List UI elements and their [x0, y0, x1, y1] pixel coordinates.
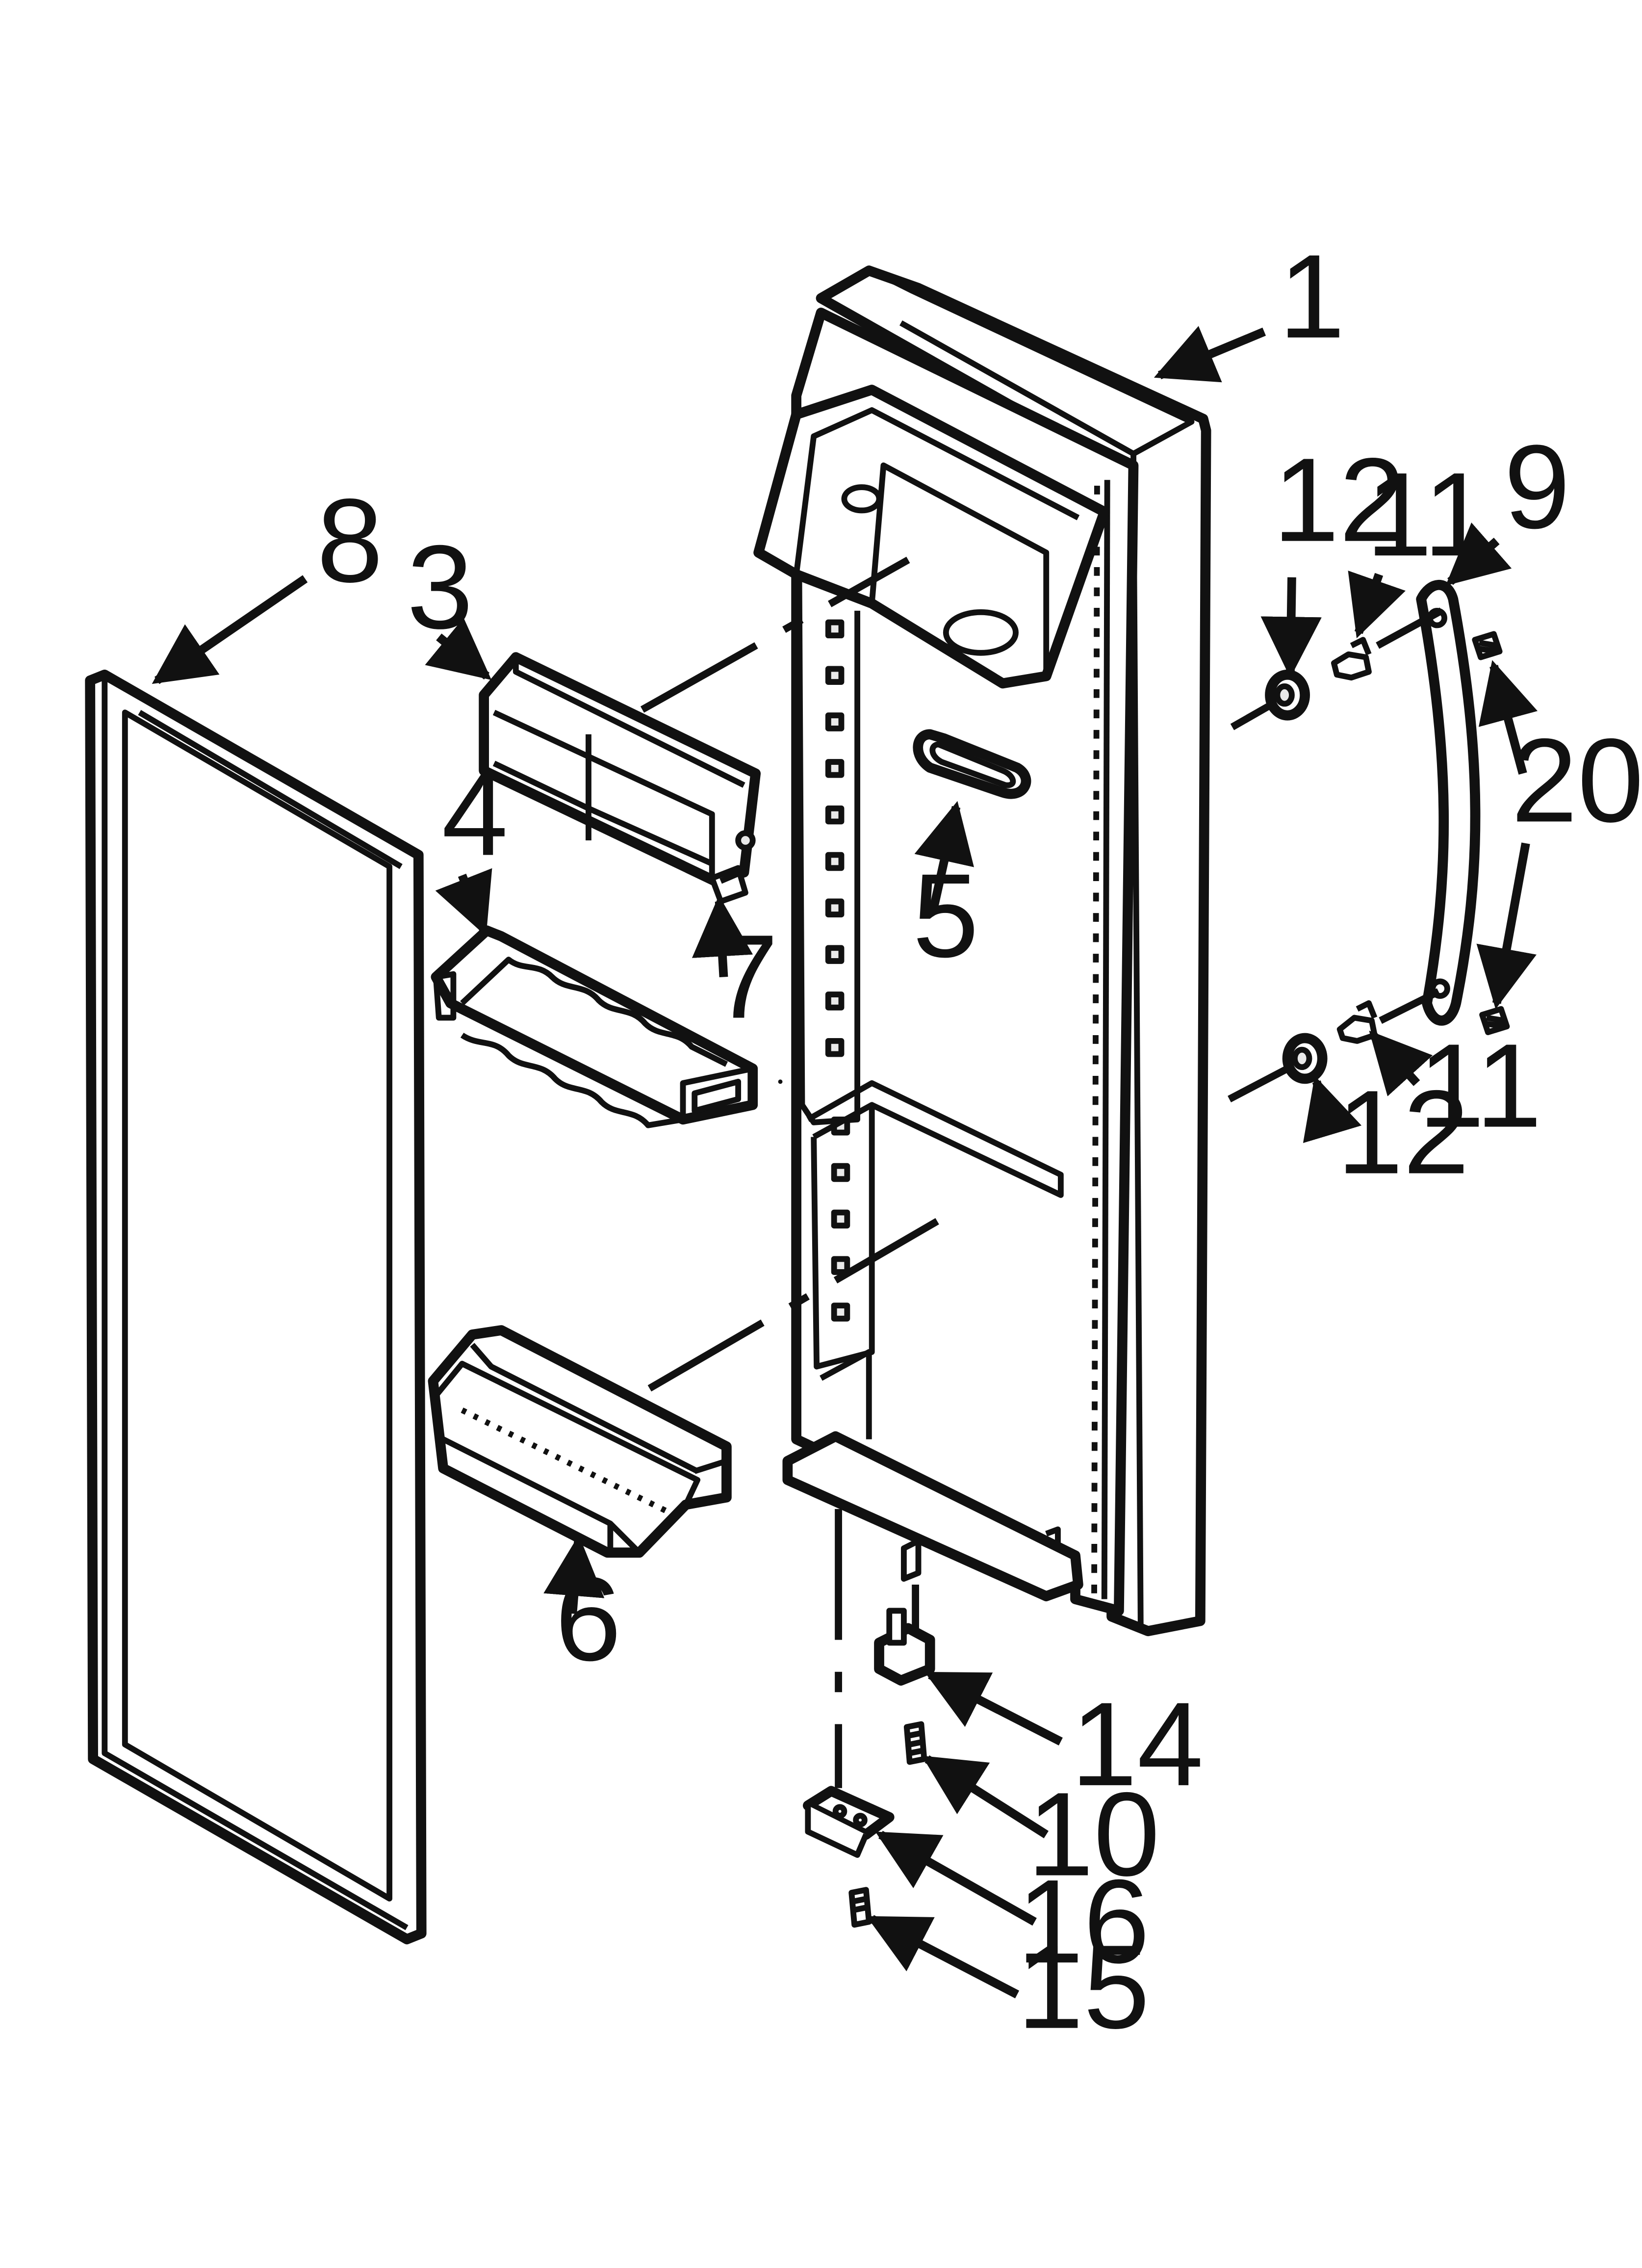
callout-7: 7 [712, 910, 778, 1043]
callout-10: 10 [1027, 1768, 1160, 1901]
callout-20: 20 [1511, 714, 1642, 847]
callout-labels: 1 3 4 5 6 7 8 9 10 11 11 12 12 14 15 16 … [317, 230, 1642, 2054]
callout-11-bottom: 11 [1418, 1019, 1542, 1152]
callout-8: 8 [317, 474, 383, 607]
door-handle [1416, 579, 1481, 1026]
callout-15: 15 [1017, 1921, 1150, 2054]
callout-11-top: 11 [1366, 448, 1489, 581]
hinge-bracket [802, 1786, 895, 1858]
door-bin [428, 1325, 732, 1558]
callout-12-bottom: 12 [1337, 1066, 1469, 1199]
door-assembly [753, 265, 1211, 1637]
callout-arrows [152, 326, 1538, 1999]
oval-badge [913, 729, 1031, 799]
callout-1: 1 [1279, 230, 1345, 363]
assembly-lines [640, 556, 1443, 1788]
door-gasket [85, 669, 427, 1945]
callout-16: 16 [1017, 1855, 1150, 1988]
callout-3: 3 [407, 521, 473, 653]
dairy-door [479, 652, 761, 886]
callout-4: 4 [442, 748, 508, 881]
set-screws [1472, 631, 1510, 1036]
hinge-screw [903, 1721, 927, 1765]
lower-hinge-pin [874, 1608, 935, 1686]
callout-9: 9 [1504, 420, 1570, 553]
shelf-studs [825, 619, 850, 1322]
handle-screws [1331, 637, 1378, 1044]
bracket-screw [848, 1887, 872, 1928]
callout-14: 14 [1071, 1678, 1204, 1811]
handle-spacers [1265, 669, 1328, 1084]
callout-12-top: 12 [1273, 434, 1405, 567]
egg-tray [431, 925, 758, 1128]
callout-6: 6 [555, 1553, 621, 1686]
hinge-pin [709, 865, 748, 905]
callout-5: 5 [913, 849, 979, 982]
